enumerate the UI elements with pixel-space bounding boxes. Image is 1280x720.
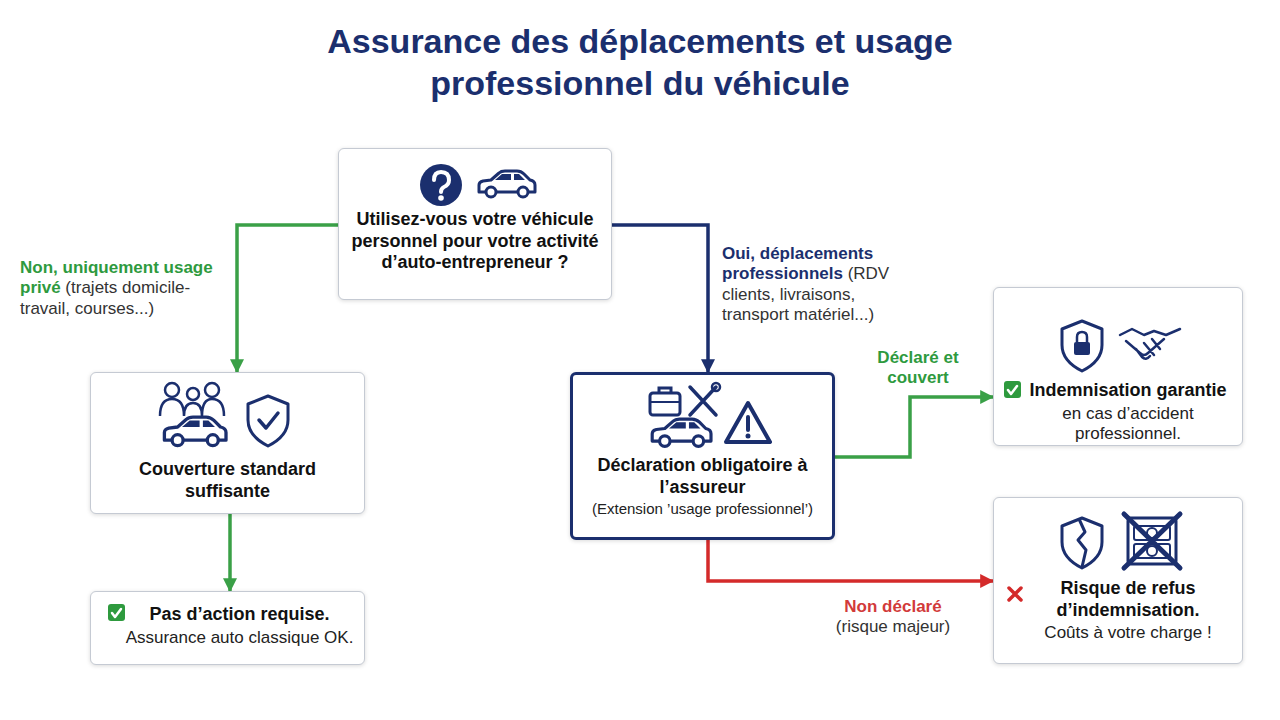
process-box: Couverture standard suffisante [90,372,365,514]
result-box: Indemnisation garantieen cas d’accident … [993,287,1243,446]
flow-arrow [708,540,993,581]
flow-arrow [835,397,993,457]
result-box: Risque de refus d’indemnisation.Coûts à … [993,497,1243,664]
flow-arrow [612,225,708,372]
node-body: (Extension ’usage professionnel’) [583,500,822,518]
result-box: Pas d’action requise.Assurance auto clas… [90,591,365,665]
edge-label-part: Déclaré et couvert [877,348,958,387]
node-body: Coûts à votre charge ! [1024,623,1232,643]
edge-label: Déclaré et couvert [868,348,968,389]
edge-label: Non, uniquement usage privé (trajets dom… [20,258,235,319]
edge-label: Oui, déplacements professionnels (RDV cl… [722,244,927,326]
node-heading: Déclaration obligatoire à l’assureur [583,455,822,498]
edge-label-part: Non déclaré [844,597,941,616]
node-body: Assurance auto classique OK. [125,628,354,648]
node-heading: Indemnisation garantie [1024,380,1232,402]
node-heading: Pas d’action requise. [125,604,354,626]
diagram-title: Assurance des déplacements et usage prof… [300,20,980,104]
question-box: Utilisez-vous votre véhicule personnel p… [338,148,612,300]
node-heading: Risque de refus d’indemnisation. [1024,578,1232,621]
node-body: en cas d’accident professionnel. [1024,404,1232,445]
node-heading: Couverture standard suffisante [103,459,352,502]
flow-arrow [237,225,338,372]
flow-arrow [228,514,232,591]
edge-label: Non déclaré (risque majeur) [826,597,960,638]
node-heading: Utilisez-vous votre véhicule personnel p… [351,209,599,274]
process-box: Déclaration obligatoire à l’assureur (Ext… [570,372,835,540]
edge-label-part: (risque majeur) [836,617,950,636]
